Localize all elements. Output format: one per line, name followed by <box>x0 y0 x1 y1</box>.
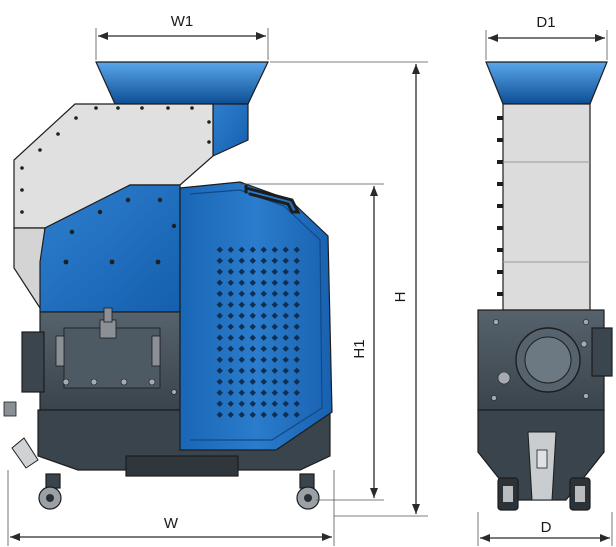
cabinet-vent-grid <box>216 246 304 422</box>
h1-label: H1 <box>351 339 368 358</box>
front-left-caster <box>38 473 62 510</box>
front-side-lever <box>3 401 17 417</box>
d-label: D <box>541 519 552 536</box>
cabinet-bevel <box>189 189 323 441</box>
side-valve <box>536 449 548 469</box>
front-motor <box>21 331 45 393</box>
side-motor <box>591 327 613 377</box>
dimension-annotations: W1 D1 H H1 W D <box>7 13 613 546</box>
side-bolts <box>491 319 589 401</box>
front-view <box>3 61 333 510</box>
front-outlet-chute <box>11 437 39 469</box>
cabinet-handle <box>244 184 301 214</box>
side-feed-column <box>502 103 591 311</box>
front-clamps <box>55 307 161 367</box>
w-label: W <box>164 515 179 532</box>
column-fasteners <box>497 116 503 296</box>
w1-label: W1 <box>171 13 194 30</box>
side-left-caster <box>497 477 519 511</box>
side-right-caster <box>569 477 591 511</box>
front-hopper <box>95 61 269 105</box>
front-right-caster <box>296 473 320 510</box>
lower-body-rivets <box>62 378 177 395</box>
d1-label: D1 <box>536 14 555 31</box>
side-rotor-inner <box>524 336 572 384</box>
front-shroud-blue <box>212 103 249 157</box>
h-label: H <box>392 292 409 303</box>
housing-bolts <box>20 106 211 265</box>
front-base-step <box>125 455 239 477</box>
side-hopper <box>485 61 608 105</box>
side-view <box>477 61 613 511</box>
